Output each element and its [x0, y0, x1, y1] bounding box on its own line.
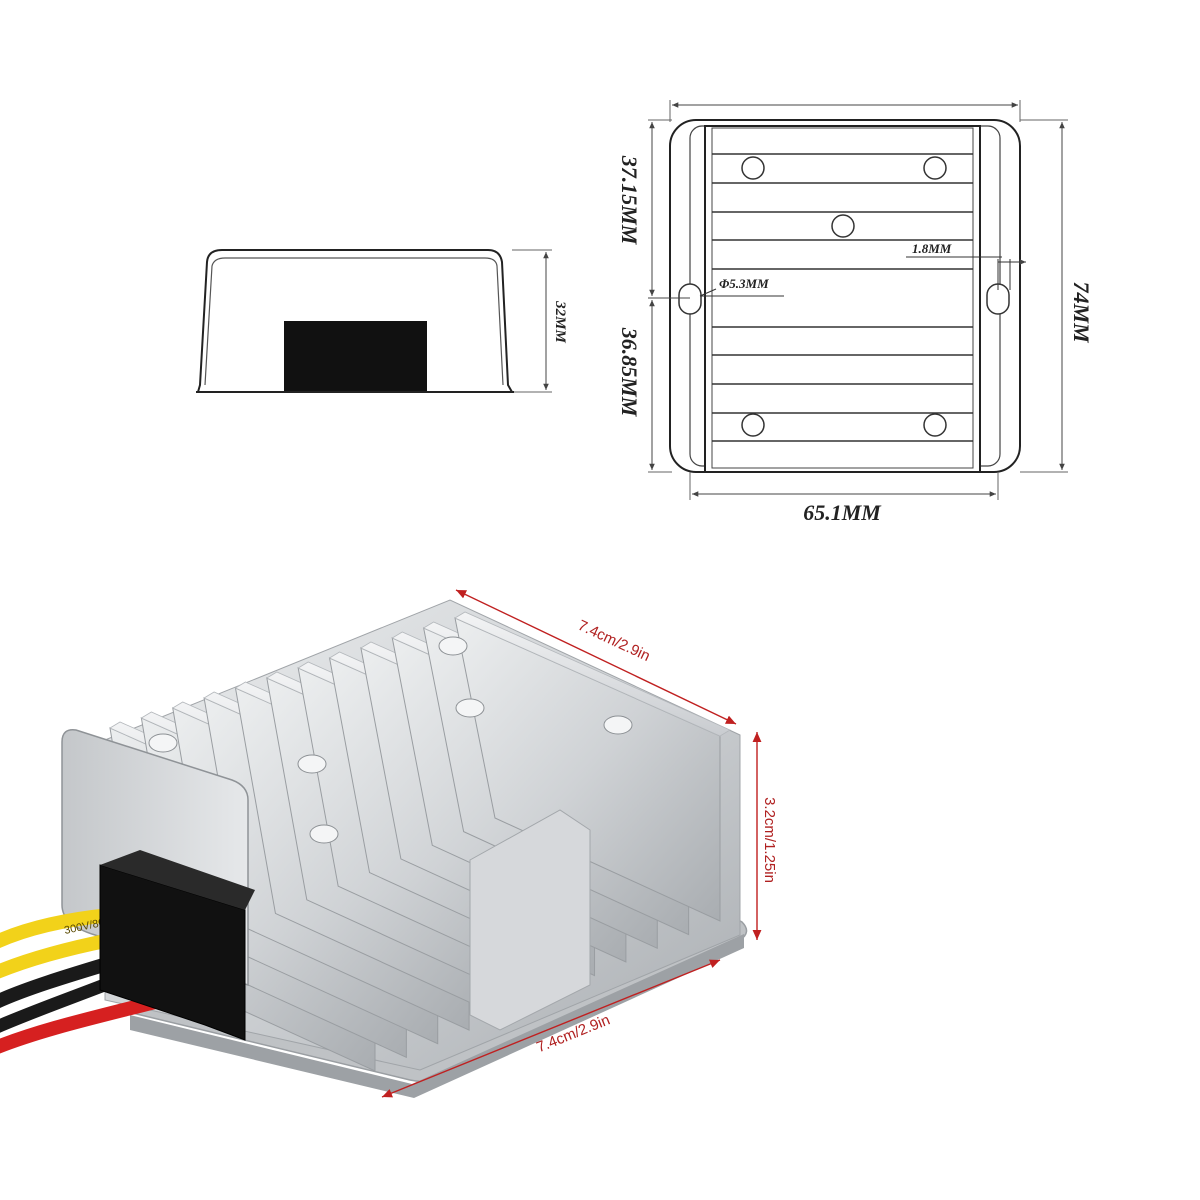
wire-yellow-2	[0, 933, 112, 979]
render-rivet	[309, 824, 339, 844]
top-view-width-label: 65.1MM	[803, 500, 882, 525]
render-dim-top-line	[455, 589, 737, 725]
wire-yellow	[0, 908, 111, 949]
top-view-hole	[741, 156, 765, 180]
render-rivet	[455, 698, 485, 718]
render-base-edge	[130, 934, 744, 1098]
top-view-fin-inner	[711, 127, 974, 469]
top-view-hole-label: Φ5.3MM	[719, 276, 769, 291]
top-view-mounting-slot-left	[678, 283, 702, 315]
render-connector-top	[100, 850, 255, 910]
top-dim-hole-leader	[699, 288, 717, 297]
top-view-height-label: 74MM	[1069, 281, 1094, 344]
top-view: 37.15MM 36.85MM 74MM 65.1MM 1.8MM Φ5.3MM	[617, 100, 1094, 525]
top-view-fin-lines	[712, 153, 973, 442]
side-view-inner-line	[204, 257, 504, 386]
side-view-height-label: 32MM	[552, 300, 568, 343]
top-view-hole	[923, 156, 947, 180]
render-rivet	[297, 754, 327, 774]
top-view-slot-label: 1.8MM	[912, 241, 952, 256]
side-view: 32MM	[196, 249, 568, 393]
render-connector	[99, 864, 246, 1041]
top-view-hole	[741, 413, 765, 437]
render-height-label: 3.2cm/1.25in	[761, 797, 778, 883]
render-rivet	[603, 715, 633, 735]
top-view-hole	[831, 214, 855, 238]
top-view-upper-section-label: 37.15MM	[617, 155, 642, 246]
product-render: 300V/80C 7.4cm/2.9in 3.2cm/1.25in 7.4cm/…	[0, 589, 778, 1098]
top-view-lower-section-label: 36.85MM	[617, 327, 642, 418]
top-view-hole	[923, 413, 947, 437]
render-top-length-label: 7.4cm/2.9in	[575, 617, 652, 665]
render-rivet	[148, 733, 178, 753]
render-dim-bottom-line	[381, 959, 721, 1098]
side-view-connector	[284, 321, 427, 391]
render-rivet	[438, 636, 468, 656]
